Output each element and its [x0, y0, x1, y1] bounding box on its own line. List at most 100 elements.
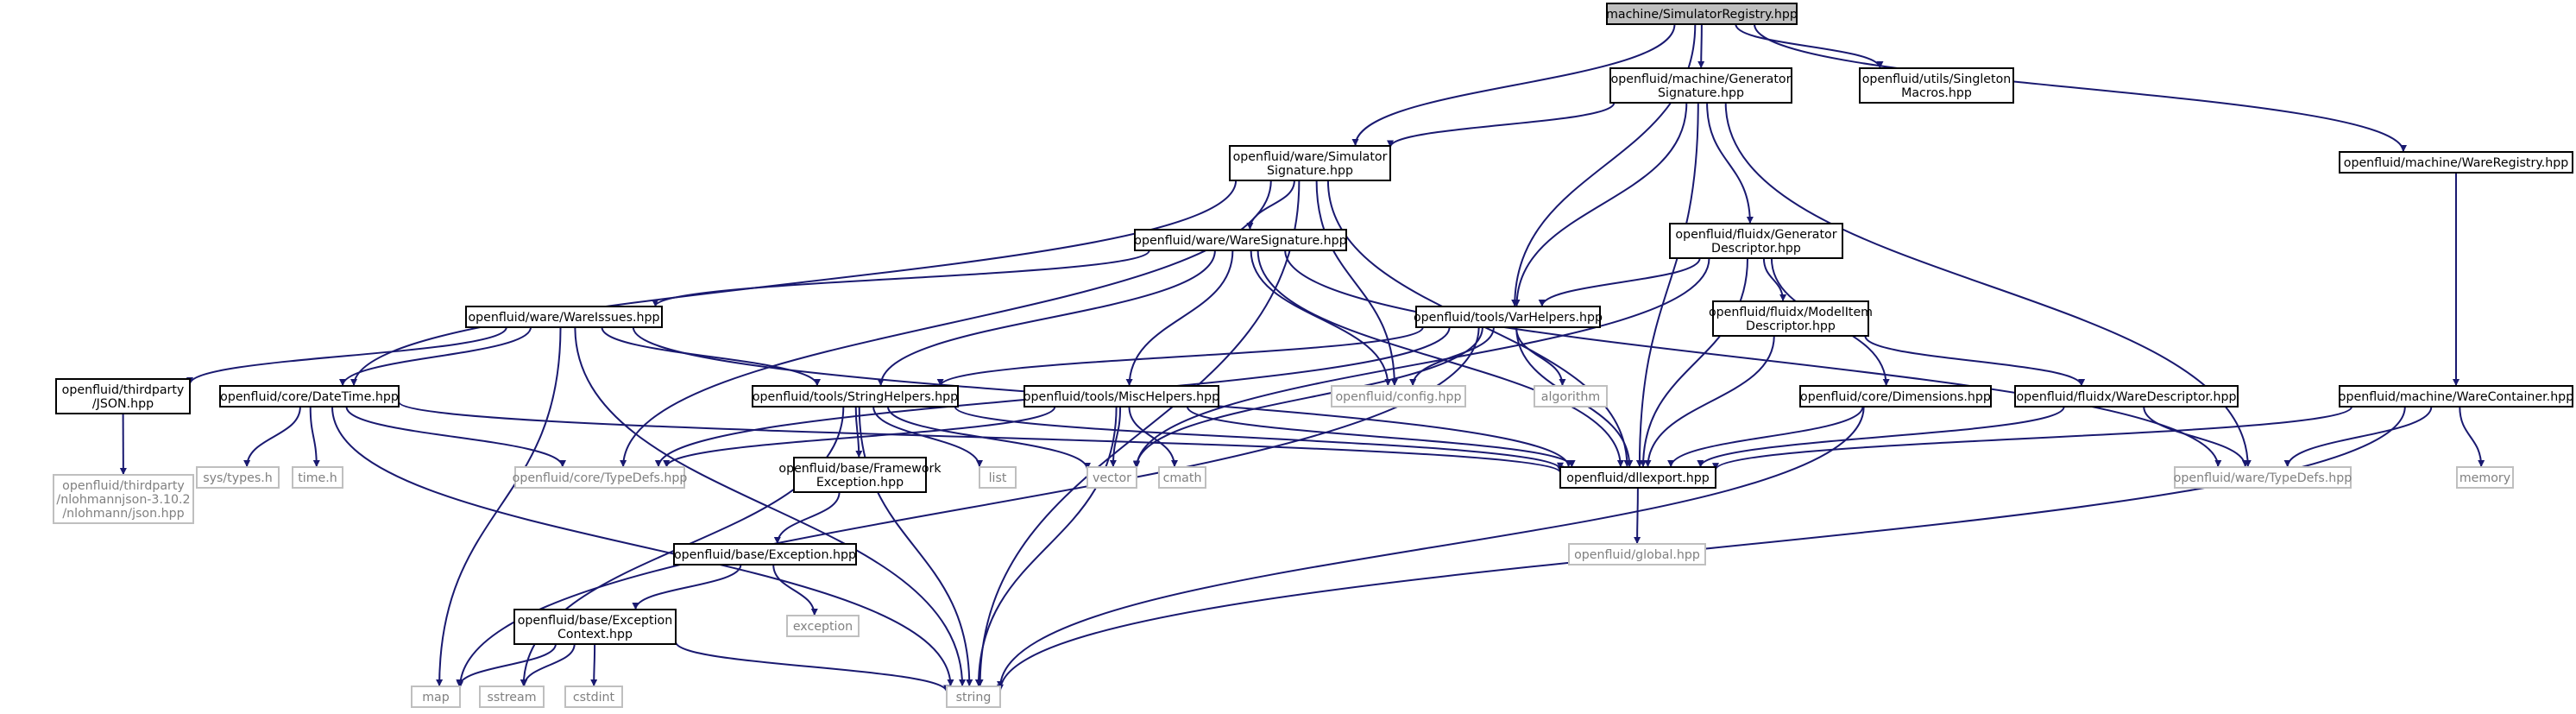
node-cmath: cmath: [1158, 466, 1206, 489]
node-label-simreg-0: machine/SimulatorRegistry.hpp: [1606, 8, 1798, 22]
edge-simreg-to-simsig: [1351, 23, 1676, 147]
edge-mischelpers-to-coretypedefs: [663, 406, 1056, 468]
edge-stringhelpers-to-list: [872, 406, 983, 468]
node-dimensions[interactable]: openfluid/core/Dimensions.hpp: [1799, 385, 1992, 408]
edge-datetime-to-coretypedefs: [345, 406, 566, 468]
node-nlohmann: openfluid/thirdparty/nlohmannjson-3.10.2…: [53, 474, 194, 524]
node-box-map: [411, 686, 461, 708]
edge-dimensions-to-dllexport: [1667, 406, 1864, 468]
node-label-datetime-0: openfluid/core/DateTime.hpp: [220, 390, 399, 404]
node-label-exception-0: exception: [793, 620, 853, 634]
edge-dimensions-to-string: [997, 406, 1865, 688]
node-label-coretypedefs-0: openfluid/core/TypeDefs.hpp: [513, 471, 688, 485]
node-box-waresig: [1134, 229, 1347, 251]
node-map: map: [411, 686, 461, 708]
edge-exceptionhpp-to-exccontext: [632, 564, 742, 610]
edge-frameworkexc-to-exceptionhpp: [773, 491, 841, 545]
node-label-memory-0: memory: [2459, 471, 2510, 485]
node-label-list-0: list: [989, 471, 1007, 485]
edge-exccontext-to-sstream: [520, 643, 576, 687]
node-label-map-0: map: [422, 691, 450, 705]
node-label-wareregistry-0: openfluid/machine/WareRegistry.hpp: [2344, 156, 2568, 170]
node-box-varhelpers: [1415, 306, 1601, 328]
node-label-varhelpers-0: openfluid/tools/VarHelpers.hpp: [1414, 311, 1603, 325]
edge-mischelpers-to-dllexport: [1186, 406, 1576, 468]
edge-simreg-to-wareregistry: [1754, 23, 2407, 153]
node-stringhelpers[interactable]: openfluid/tools/StringHelpers.hpp: [752, 385, 959, 408]
node-box-exceptionhpp: [673, 543, 857, 566]
node-label-wareissues-0: openfluid/ware/WareIssues.hpp: [468, 311, 659, 325]
node-box-list: [979, 466, 1017, 489]
edge-simsig-to-waresig: [1246, 180, 1295, 231]
node-label-systypes-0: sys/types.h: [203, 471, 273, 485]
node-box-timeh: [292, 466, 343, 489]
edge-waresig-to-config: [1250, 250, 1392, 387]
node-box-stringhelpers: [752, 385, 959, 408]
node-label-frameworkexc-0: openfluid/base/Framework: [778, 462, 942, 476]
node-datetime[interactable]: openfluid/core/DateTime.hpp: [219, 385, 400, 408]
node-json[interactable]: openfluid/thirdparty/JSON.hpp: [55, 378, 191, 414]
edge-simsig-to-config: [1315, 180, 1398, 387]
node-label-waresig-0: openfluid/ware/WareSignature.hpp: [1134, 234, 1346, 248]
node-box-coretypedefs: [514, 466, 685, 489]
node-coretypedefs: openfluid/core/TypeDefs.hpp: [513, 466, 688, 489]
node-box-cstdint: [564, 686, 623, 708]
node-box-algorithm: [1534, 385, 1608, 408]
node-box-simsig: [1229, 145, 1391, 181]
node-warecontainer[interactable]: openfluid/machine/WareContainer.hpp: [2339, 385, 2573, 408]
node-mischelpers[interactable]: openfluid/tools/MiscHelpers.hpp: [1023, 385, 1219, 408]
node-algorithm: algorithm: [1534, 385, 1608, 408]
node-box-singleton: [1859, 67, 2014, 104]
node-memory: memory: [2456, 466, 2514, 489]
edge-wareissues-to-map: [436, 326, 562, 687]
edge-varhelpers-to-config: [1409, 326, 1495, 387]
node-label-waredesc-0: openfluid/fluidx/WareDescriptor.hpp: [2016, 390, 2236, 404]
edge-stringhelpers-to-frameworkexc: [854, 406, 863, 458]
node-wareissues[interactable]: openfluid/ware/WareIssues.hpp: [465, 306, 663, 328]
node-label-string-0: string: [956, 691, 992, 705]
edge-gendesc-to-vector: [1133, 257, 1710, 469]
node-label-timeh-0: time.h: [298, 471, 337, 485]
node-varhelpers[interactable]: openfluid/tools/VarHelpers.hpp: [1414, 306, 1603, 328]
edge-simsig-to-datetime: [350, 180, 1238, 387]
node-box-wareregistry: [2339, 151, 2573, 174]
node-label-exceptionhpp-0: openfluid/base/Exception.hpp: [674, 548, 856, 562]
node-box-warecontainer: [2339, 385, 2573, 408]
edge-waresig-to-stringhelpers: [877, 250, 1216, 387]
node-box-gendesc: [1669, 223, 1843, 259]
node-box-frameworkexc: [793, 457, 927, 493]
node-box-dimensions: [1799, 385, 1992, 408]
node-systypes: sys/types.h: [196, 466, 280, 489]
node-label-gendesc-0: openfluid/fluidx/Generator: [1675, 228, 1836, 242]
node-box-vector: [1086, 466, 1137, 489]
node-waresig[interactable]: openfluid/ware/WareSignature.hpp: [1134, 229, 1347, 251]
node-label-globalhpp-0: openfluid/global.hpp: [1574, 548, 1700, 562]
node-sstream: sstream: [479, 686, 545, 708]
node-label-frameworkexc-1: Exception.hpp: [816, 476, 904, 490]
edge-exccontext-to-cstdint: [590, 643, 598, 687]
edge-datetime-to-string: [331, 406, 954, 687]
edge-warecontainer-to-waretypedefs: [2283, 406, 2433, 468]
edge-simreg-to-singleton: [1735, 23, 1884, 69]
edge-gendesc-to-varhelpers: [1538, 257, 1701, 307]
edge-gendesc-to-modelitem: [1762, 257, 1787, 302]
node-config: openfluid/config.hpp: [1331, 385, 1466, 408]
node-simreg[interactable]: machine/SimulatorRegistry.hpp: [1606, 3, 1798, 25]
edge-gensig-to-simsig: [1387, 102, 1616, 148]
node-dllexport[interactable]: openfluid/dllexport.hpp: [1559, 466, 1716, 489]
node-waredesc[interactable]: openfluid/fluidx/WareDescriptor.hpp: [2014, 385, 2239, 408]
node-label-simsig-0: openfluid/ware/Simulator: [1233, 150, 1388, 164]
node-wareregistry[interactable]: openfluid/machine/WareRegistry.hpp: [2339, 151, 2573, 174]
node-label-dimensions-0: openfluid/core/Dimensions.hpp: [1800, 390, 1991, 404]
node-exceptionhpp[interactable]: openfluid/base/Exception.hpp: [673, 543, 857, 566]
node-box-cmath: [1158, 466, 1206, 489]
node-label-modelitem-1: Descriptor.hpp: [1746, 319, 1836, 333]
